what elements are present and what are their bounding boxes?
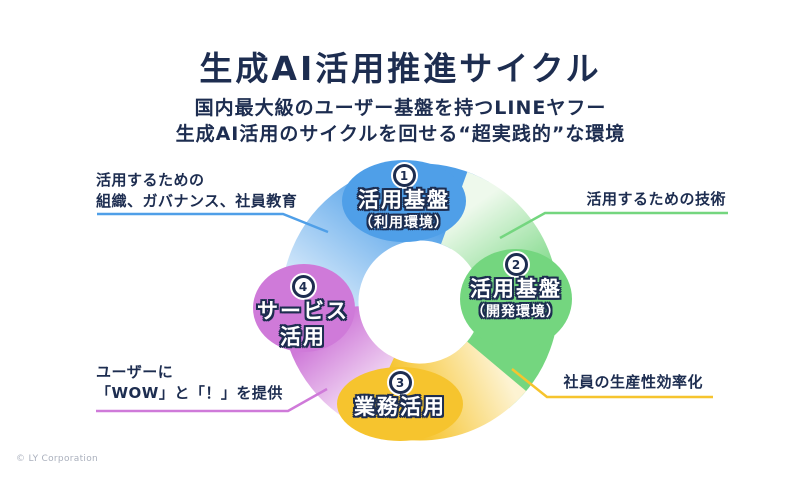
note-step-4-line-2: 「WOW」と「！」を提供	[96, 384, 283, 402]
leader-line-step-3	[511, 368, 713, 399]
note-step-1: 活用するための 組織、ガバナンス、社員教育	[96, 170, 297, 212]
step-1-sublabel: （利用環境）	[359, 215, 449, 231]
copyright: © LY Corporation	[16, 454, 99, 464]
step-2-blob	[460, 249, 572, 349]
step-2-label: 活用基盤	[470, 277, 562, 301]
step-3-number-badge: 3	[388, 371, 412, 394]
note-step-3-line-1: 社員の生産性効率化	[563, 373, 703, 391]
leader-line-step-1	[97, 212, 329, 234]
step-3-label: 業務活用	[354, 395, 446, 419]
subtitle-line-2: 生成AI活用のサイクルを回せる“超実践的”な環境	[175, 123, 626, 145]
step-4-blob	[253, 264, 355, 352]
leader-line-step-2	[499, 211, 728, 240]
cycle-step-4: 4 サービス 活用	[257, 275, 349, 350]
step-4-label-line-2: 活用	[280, 325, 326, 349]
cycle-step-2: 2 活用基盤 （開発環境）	[470, 253, 562, 321]
note-step-4: ユーザーに 「WOW」と「！」を提供	[96, 362, 283, 404]
note-step-1-line-1: 活用するための	[96, 171, 205, 189]
note-step-2: 活用するための技術	[540, 189, 726, 210]
note-step-2-line-1: 活用するための技術	[586, 190, 726, 208]
step-2-sublabel: （開発環境）	[471, 304, 561, 320]
note-step-4-line-1: ユーザーに	[96, 363, 174, 381]
step-1-label: 活用基盤	[358, 188, 450, 212]
cycle-step-1: 1 活用基盤 （利用環境）	[358, 164, 450, 232]
leader-line-step-4	[96, 387, 328, 413]
note-step-3: 社員の生産性効率化	[531, 372, 703, 393]
step-3-blob	[337, 367, 463, 441]
note-step-1-line-2: 組織、ガバナンス、社員教育	[96, 192, 298, 210]
step-1-number-badge: 1	[392, 164, 416, 187]
step-4-label-line-1: サービス	[257, 299, 349, 323]
step-1-blob	[342, 160, 466, 242]
step-4-number-badge: 4	[291, 275, 315, 298]
page-title: 生成AI活用推進サイクル	[199, 49, 602, 88]
cycle-step-3: 3 業務活用	[354, 371, 446, 420]
step-2-number-badge: 2	[504, 253, 528, 276]
subtitle-line-1: 国内最大級のユーザー基盤を持つLINEヤフー	[194, 97, 607, 119]
